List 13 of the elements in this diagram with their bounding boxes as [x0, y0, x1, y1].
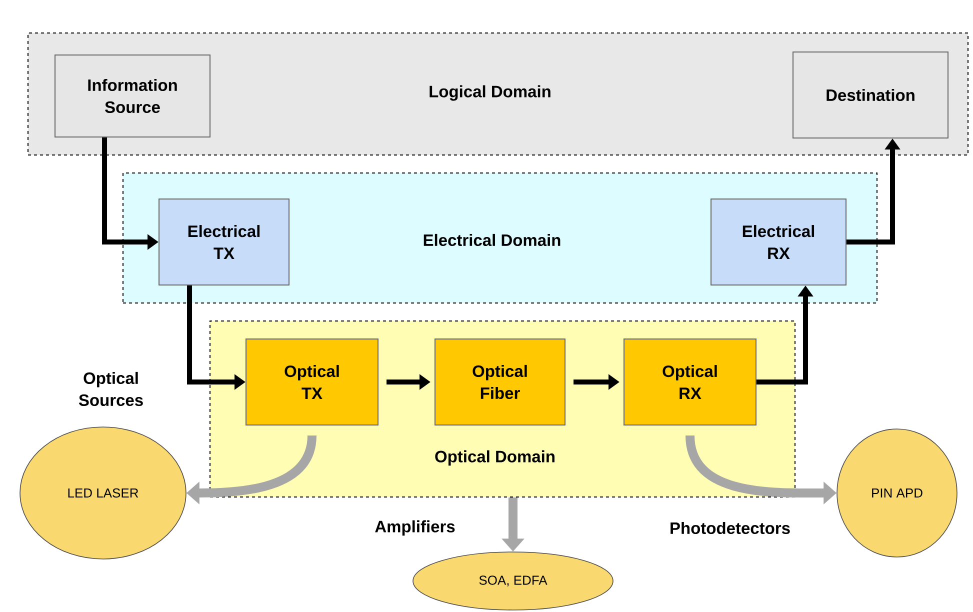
process-box: Destination: [792, 52, 948, 138]
panel-title: Electrical Domain: [424, 234, 560, 246]
category-label: Amplifiers: [375, 520, 455, 536]
panel-title: Logical Domain: [430, 85, 550, 101]
process-box: Optical TX: [246, 338, 378, 426]
category-label: Photodetectors: [670, 522, 790, 534]
panel-title: Optical Domain: [435, 450, 554, 466]
process-box: Electrical TX: [158, 198, 290, 286]
process-box: Optical Fiber: [434, 338, 566, 426]
process-box: Optical RX: [624, 338, 756, 426]
process-box: Information Source: [54, 54, 210, 138]
process-box: Electrical RX: [710, 198, 846, 286]
category-label: Optical Sources: [78, 372, 143, 406]
